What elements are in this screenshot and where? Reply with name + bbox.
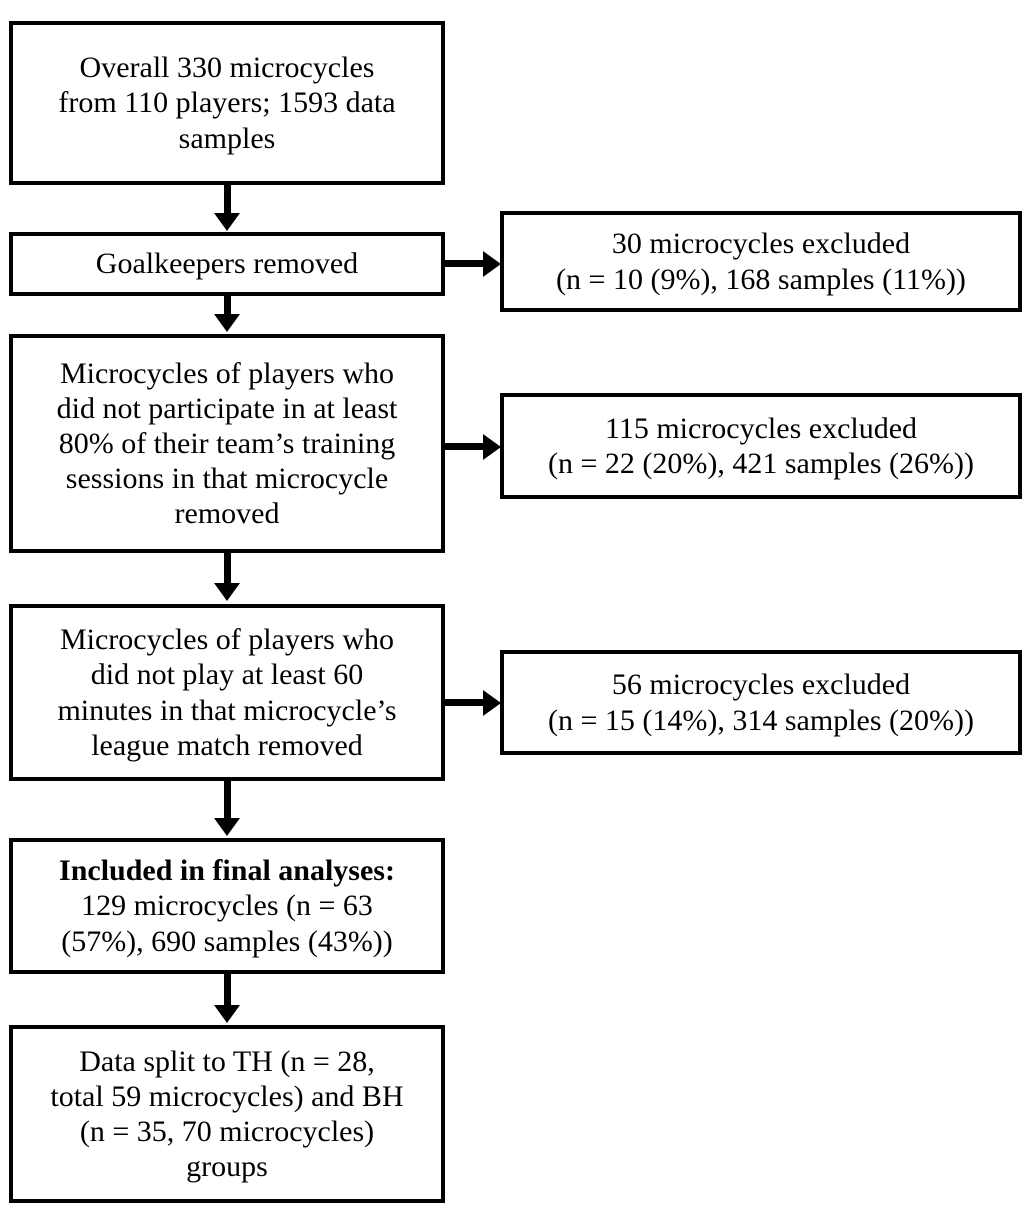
node-split-line-2: (n = 35, 70 microcycles) — [79, 1115, 375, 1148]
node-excluded3-line-1: (n = 15 (14%), 314 samples (20%)) — [548, 703, 974, 737]
connector-source-to-step1 — [224, 185, 231, 215]
node-step3-line-2: minutes in that microcycle’s — [57, 693, 397, 727]
node-step1-line-0: Goalkeepers removed — [95, 247, 359, 281]
connector-step3-to-included — [224, 781, 231, 821]
connector-step2-to-excluded2 — [445, 443, 485, 450]
node-excluded1-line-0: 30 microcycles excluded — [611, 227, 911, 261]
node-excluded1-line-1: (n = 10 (9%), 168 samples (11%)) — [556, 262, 966, 296]
connector-step3-to-excluded3 — [445, 699, 485, 706]
node-step3-line-3: league match removed — [91, 728, 363, 762]
connector-included-to-split — [224, 974, 231, 1007]
node-excluded2-line-0: 115 microcycles excluded — [604, 411, 918, 445]
node-excluded3-line-0: 56 microcycles excluded — [611, 668, 911, 702]
node-split-groups: Data split to TH (n = 28, total 59 micro… — [9, 1025, 445, 1203]
arrowhead-step2-to-excluded2 — [483, 434, 501, 460]
arrowhead-source-to-step1 — [214, 213, 240, 231]
node-step2-training-participation: Microcycles of players who did not parti… — [9, 334, 445, 553]
node-step3-match-minutes: Microcycles of players who did not play … — [9, 604, 445, 781]
node-included-line-1: 129 microcycles (n = 63 — [81, 889, 373, 923]
arrowhead-step2-to-step3 — [214, 583, 240, 601]
node-source: Overall 330 microcycles from 110 players… — [9, 21, 445, 185]
node-source-line-0: Overall 330 microcycles — [79, 51, 375, 85]
node-step2-line-3: sessions in that microcycle — [65, 462, 389, 496]
node-source-line-2: samples — [178, 121, 276, 155]
node-source-line-1: from 110 players; 1593 data — [58, 86, 396, 120]
connector-step1-to-excluded1 — [445, 260, 485, 267]
arrowhead-step3-to-excluded3 — [483, 690, 501, 716]
arrowhead-step1-to-step2 — [214, 314, 240, 332]
node-step3-line-1: did not play at least 60 — [90, 658, 364, 692]
node-excluded2-line-1: (n = 22 (20%), 421 samples (26%)) — [548, 447, 974, 480]
arrowhead-included-to-split — [214, 1005, 240, 1023]
node-excluded3: 56 microcycles excluded (n = 15 (14%), 3… — [500, 650, 1022, 755]
node-step2-line-4: removed — [174, 497, 280, 531]
node-excluded2: 115 microcycles excluded (n = 22 (20%), … — [500, 393, 1022, 499]
connector-step1-to-step2 — [224, 296, 231, 316]
node-step3-line-0: Microcycles of players who — [59, 623, 395, 657]
arrowhead-step1-to-excluded1 — [483, 251, 501, 277]
connector-step2-to-step3 — [224, 553, 231, 585]
node-split-line-3: groups — [186, 1150, 268, 1184]
node-excluded1: 30 microcycles excluded (n = 10 (9%), 16… — [500, 211, 1022, 312]
node-split-line-0: Data split to TH (n = 28, — [79, 1044, 375, 1078]
node-included-line-2: (57%), 690 samples (43%)) — [61, 924, 393, 958]
node-split-line-1: total 59 microcycles) and BH — [50, 1079, 404, 1113]
node-step2-line-0: Microcycles of players who — [59, 356, 395, 390]
node-included-line-0: Included in final analyses: — [59, 854, 395, 888]
node-step1-goalkeepers-removed: Goalkeepers removed — [9, 232, 445, 296]
node-step2-line-1: did not participate in at least — [56, 391, 398, 425]
node-step2-line-2: 80% of their team’s training — [58, 426, 396, 460]
arrowhead-step3-to-included — [214, 818, 240, 836]
node-included-final-analyses: Included in final analyses: 129 microcyc… — [9, 838, 445, 974]
